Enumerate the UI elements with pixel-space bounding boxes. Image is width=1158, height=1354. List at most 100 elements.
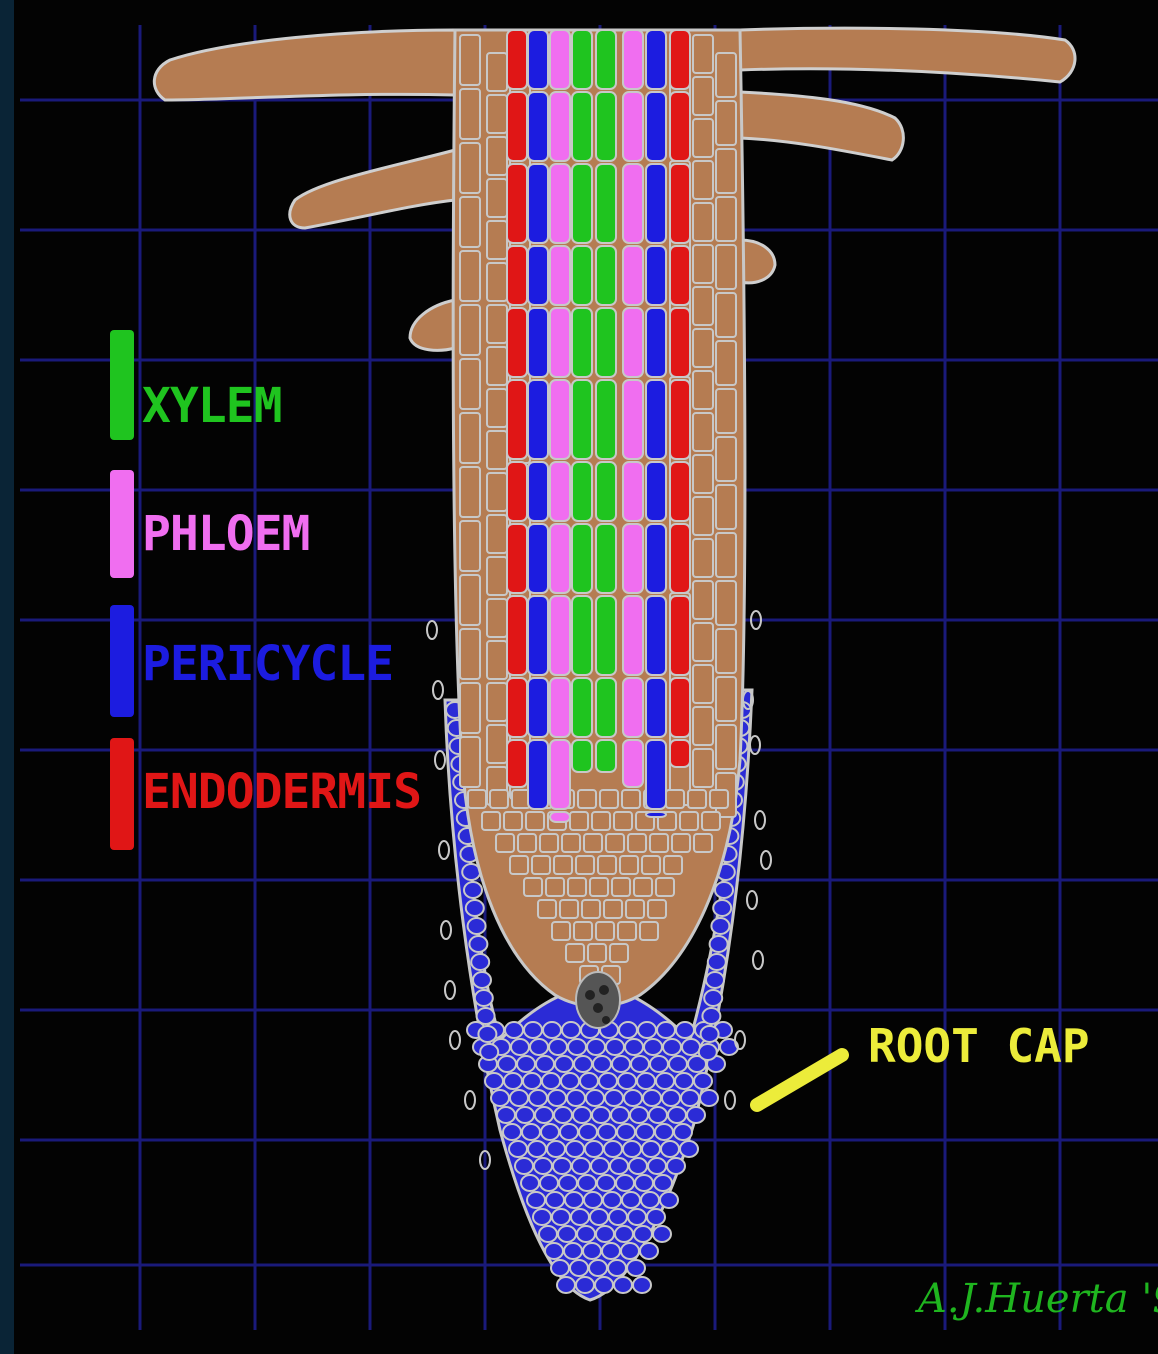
meristem-cell: [490, 790, 508, 808]
vascular-cell: [572, 678, 592, 737]
vascular-cell: [528, 308, 548, 377]
vascular-cell: [507, 678, 527, 737]
vascular-cell: [623, 30, 643, 89]
root-cap-cell: [596, 1226, 614, 1242]
root-cap-cell: [687, 1107, 705, 1123]
root-cap-cell: [533, 1209, 551, 1225]
left-frame: [0, 0, 14, 1354]
root-cap-cell: [536, 1056, 554, 1072]
root-cap-cell: [650, 1056, 668, 1072]
vascular-cell: [528, 164, 548, 243]
meristem-cell: [592, 812, 610, 830]
vascular-cell: [646, 92, 666, 161]
root-cap-cell: [549, 1039, 567, 1055]
root-cap-cell: [609, 1209, 627, 1225]
root-cap-cell: [593, 1056, 611, 1072]
vascular-cell: [550, 740, 570, 809]
cortex-cell: [487, 263, 507, 301]
vascular-cell: [507, 524, 527, 593]
legend-label-phloem: PHLOEM: [142, 506, 309, 562]
root-cap-cell: [630, 1107, 648, 1123]
legend-swatch-phloem: [110, 470, 134, 578]
meristem-cell: [504, 812, 522, 830]
root-cap-cell: [511, 1039, 529, 1055]
vascular-cell: [572, 92, 592, 161]
root-cap-cell: [634, 1226, 652, 1242]
vascular-cell: [550, 462, 570, 521]
cortex-cell: [693, 371, 713, 409]
root-cap-cell: [610, 1158, 628, 1174]
vascular-cell: [646, 462, 666, 521]
root-cap-cell: [711, 918, 729, 934]
vascular-cell: [623, 246, 643, 305]
root-cap-cell: [562, 1022, 580, 1038]
meristem-cell: [588, 944, 606, 962]
root-cap-cell: [614, 1277, 632, 1293]
root-cap-cell: [700, 1090, 718, 1106]
root-cap-cell: [655, 1124, 673, 1140]
cortex-cell: [693, 119, 713, 157]
vascular-cell: [572, 462, 592, 521]
meristem-cell: [650, 834, 668, 852]
meristem-cell: [582, 900, 600, 918]
vascular-cell: [646, 308, 666, 377]
root-cap-cell: [567, 1090, 585, 1106]
vascular-cell: [507, 462, 527, 521]
root-cap-cell: [586, 1090, 604, 1106]
cortex-cell: [460, 629, 480, 679]
cortex-cell: [693, 245, 713, 283]
root-cap-cell: [584, 1192, 602, 1208]
cortex-cell: [716, 149, 736, 193]
legend-label-xylem: XYLEM: [142, 378, 282, 434]
root-cap-cell: [621, 1243, 639, 1259]
vascular-cell: [507, 380, 527, 459]
meristem-cell: [640, 922, 658, 940]
root-cap-cell: [702, 1008, 720, 1024]
meristem-cell: [620, 856, 638, 874]
cortex-cell: [460, 575, 480, 625]
meristem-cell: [710, 790, 728, 808]
root-cap-cell: [676, 1022, 694, 1038]
cortex-cell: [460, 305, 480, 355]
vascular-cell: [646, 596, 666, 675]
root-cap-cell: [595, 1277, 613, 1293]
root-cap-cell: [604, 1141, 622, 1157]
root-cap-cell: [566, 1141, 584, 1157]
cortex-cell: [487, 137, 507, 175]
root-cap-cell: [648, 1158, 666, 1174]
vascular-cell: [507, 308, 527, 377]
meristem-cell: [554, 856, 572, 874]
vascular-cell: [596, 30, 616, 89]
cortex-cell: [487, 305, 507, 343]
root-cap-cell: [637, 1073, 655, 1089]
meristem-cell: [524, 878, 542, 896]
vascular-cell: [550, 380, 570, 459]
root-cap-cell: [649, 1107, 667, 1123]
meristem-cell: [628, 834, 646, 852]
root-cap-cell: [615, 1226, 633, 1242]
vascular-cell: [528, 740, 548, 809]
meristem-cell: [482, 812, 500, 830]
meristem-cell: [604, 900, 622, 918]
meristem-cell: [570, 812, 588, 830]
vascular-cell: [507, 164, 527, 243]
vascular-cell: [528, 596, 548, 675]
root-cap-cell: [587, 1039, 605, 1055]
vascular-cell: [670, 740, 690, 767]
cortex-cell: [693, 581, 713, 619]
root-cap-cell: [598, 1124, 616, 1140]
vascular-cell: [550, 246, 570, 305]
root-cap-cell: [570, 1260, 588, 1276]
cortex-cell: [693, 707, 713, 745]
cortex-cell: [693, 35, 713, 73]
root-cap-cell: [548, 1090, 566, 1106]
meristem-cell: [496, 834, 514, 852]
root-cap-cell: [619, 1022, 637, 1038]
root-cap-cell: [568, 1039, 586, 1055]
root-cap-cell: [557, 1277, 575, 1293]
root-cap-cell: [611, 1107, 629, 1123]
vascular-cell: [623, 740, 643, 787]
root-cap-cell: [668, 1107, 686, 1123]
cortex-cell: [460, 197, 480, 247]
